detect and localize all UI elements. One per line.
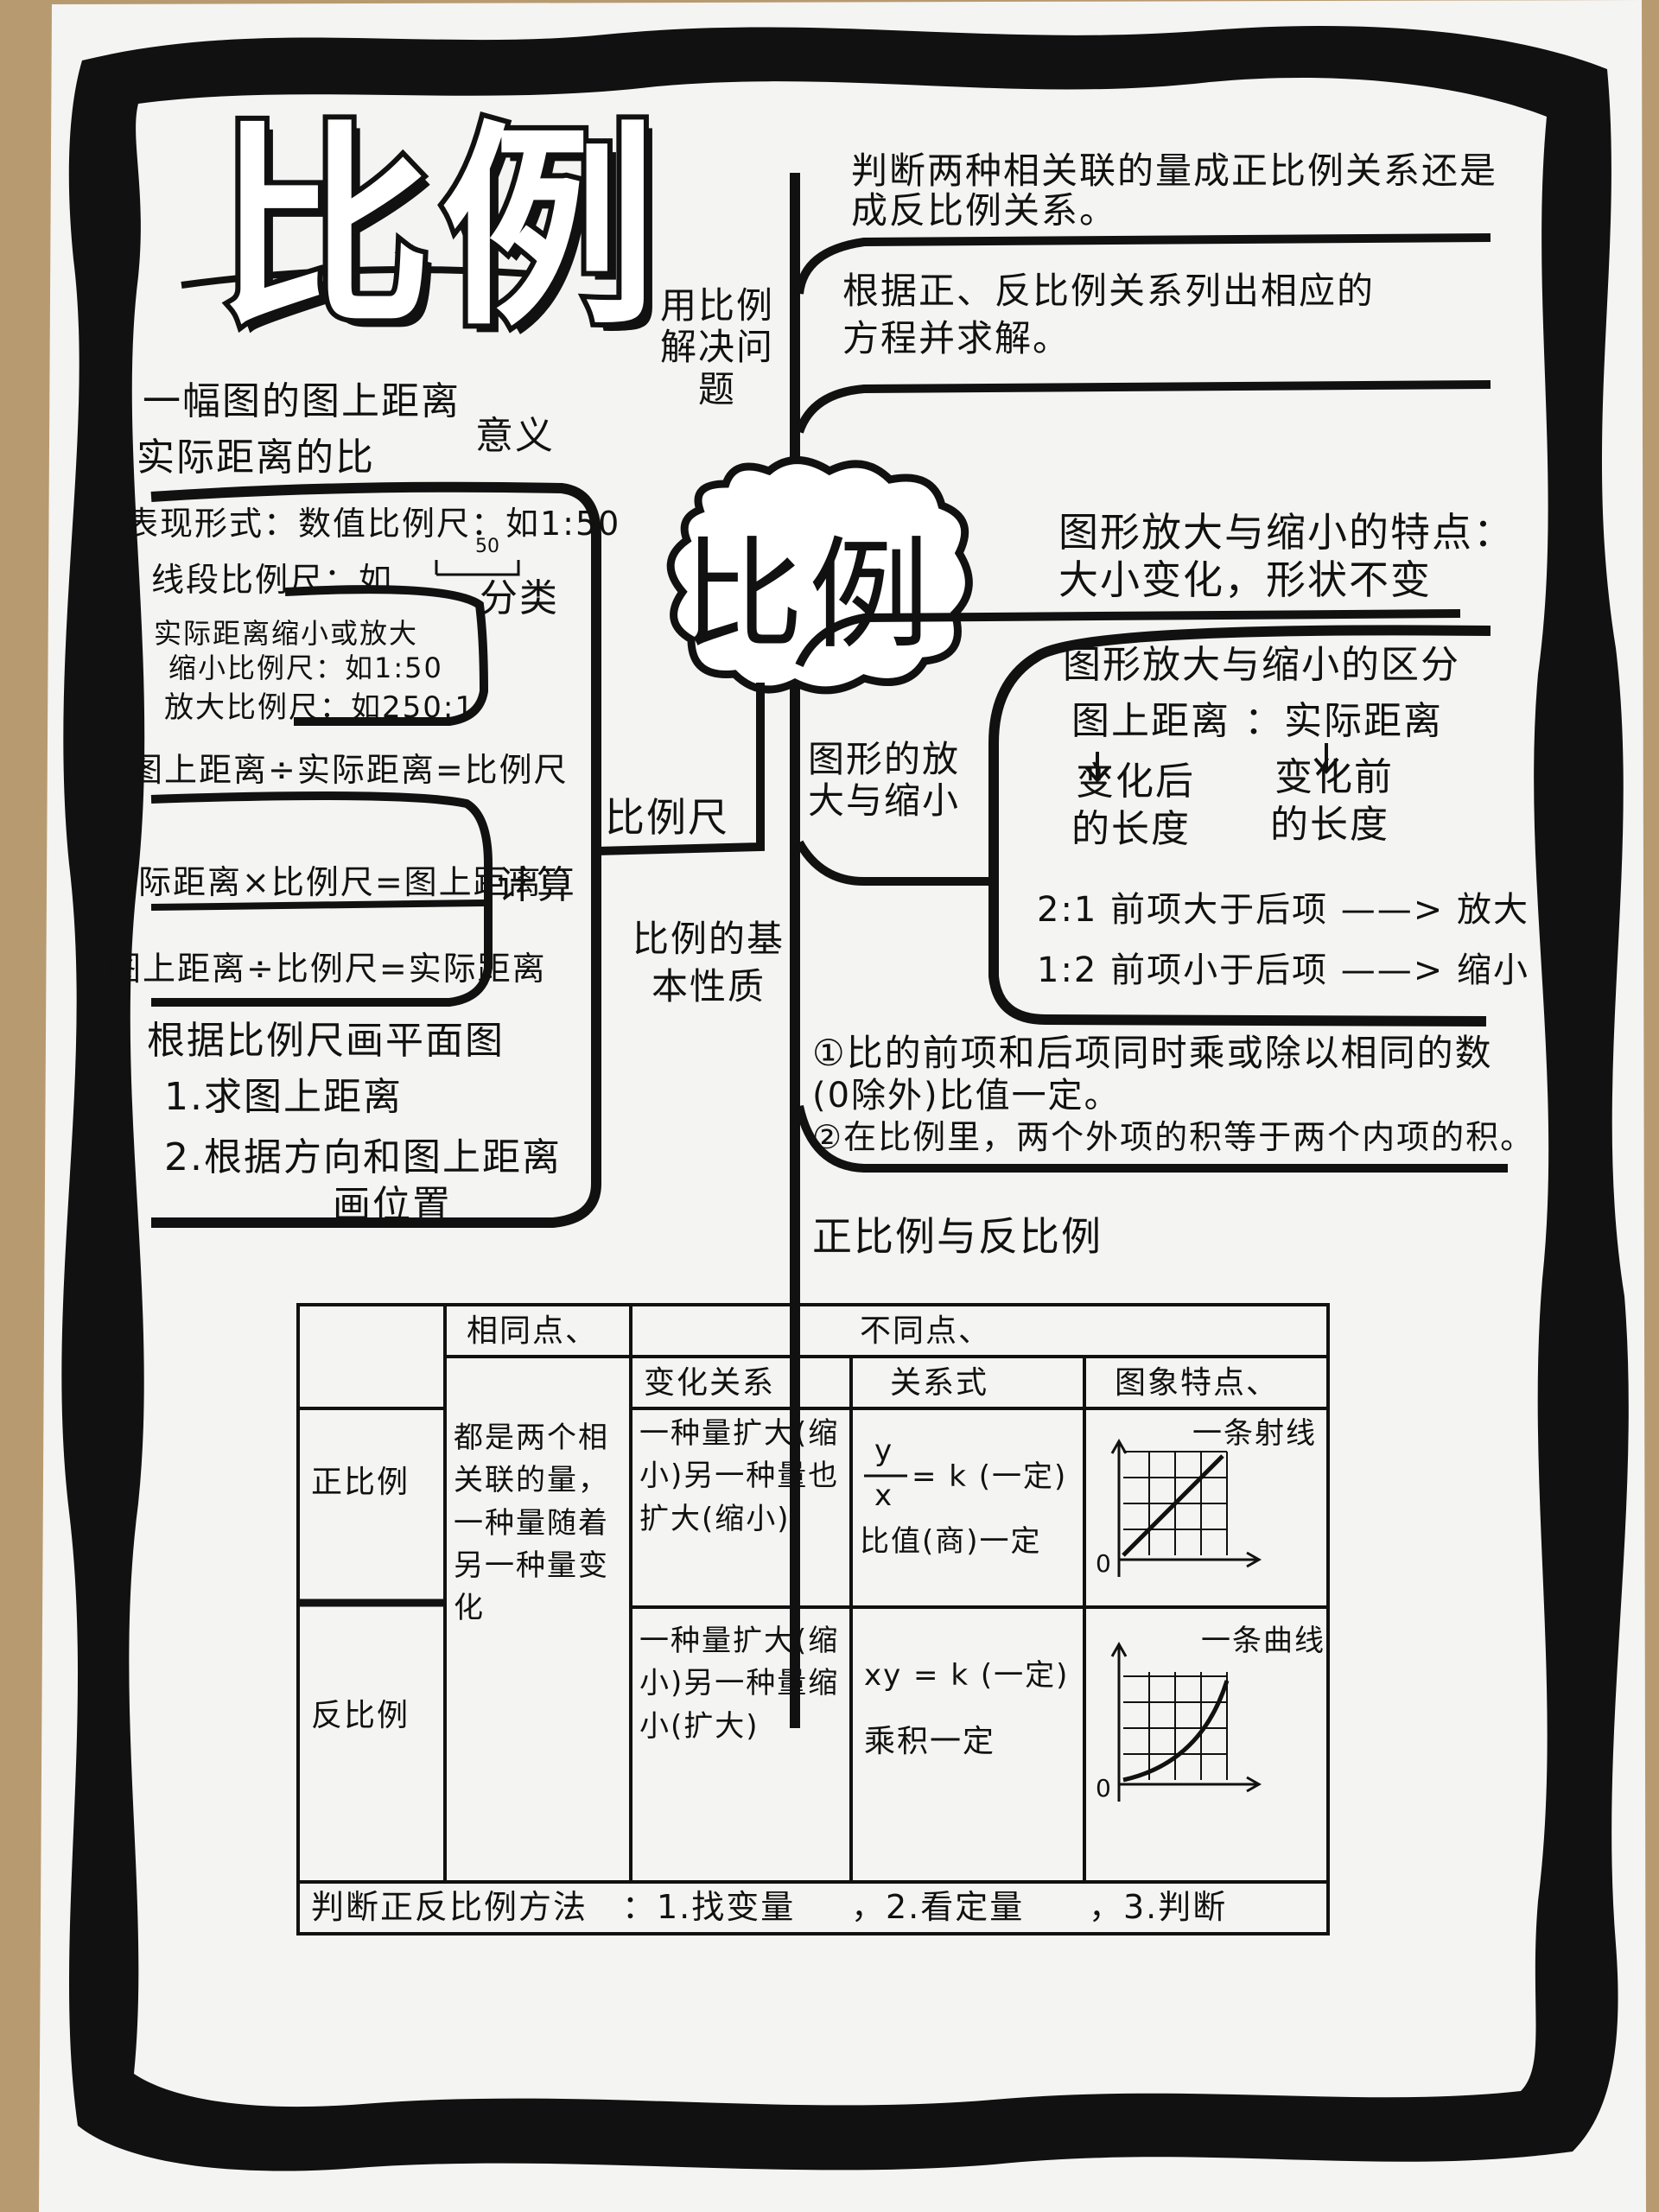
direct-formula-rest: = k (一定) — [912, 1459, 1068, 1494]
paper-sheet — [39, 0, 1646, 2212]
solve-item-1: 判断两种相关联的量成正比例关系还是成反比例关系。 — [851, 149, 1498, 232]
inverse-change: 一种量扩大(缩小)另一种量缩小(扩大) — [639, 1624, 840, 1744]
footer-step-1: ：1.找变量 — [622, 1888, 796, 1926]
calc-label: 计算 — [497, 863, 576, 907]
direct-formula-num: y — [874, 1433, 894, 1468]
table-sub-change: 变化关系 — [644, 1365, 776, 1401]
solve-item-2: 根据正、反比例关系列出相应的方程并求解。 — [842, 270, 1376, 359]
calc-line-2: 实际距离×比例尺=图上距离 — [104, 863, 543, 901]
calc-line-3: 图上距离÷比例尺=实际距离 — [108, 950, 547, 988]
classify-label: 分类 — [480, 576, 559, 620]
direct-formula-den: x — [874, 1478, 894, 1513]
draw-line-1: 根据比例尺画平面图 — [147, 1019, 505, 1063]
feature-line-2: 大小变化，形状不变 — [1058, 556, 1432, 603]
branch-scaling-label: 图形的放大与缩小 — [808, 738, 961, 823]
table-row-inverse: 反比例 — [311, 1698, 410, 1733]
classify-line-3: 实际距离缩小或放大 — [154, 617, 419, 650]
branch-solve-label: 用比例解决问题 — [659, 284, 774, 410]
inverse-graph — [1110, 1641, 1262, 1802]
classify-line-1: 表现形式：数值比例尺：如1:50 — [125, 505, 621, 543]
table-row-direct: 正比例 — [311, 1465, 410, 1500]
classify-line-5: 放大比例尺：如250:1 — [164, 690, 475, 725]
draw-line-4: 画位置 — [333, 1183, 452, 1227]
property-item-1b: (0除外)比值一定。 — [812, 1076, 1121, 1116]
diff-left-2: 的长度 — [1071, 807, 1191, 851]
direct-graph — [1110, 1438, 1262, 1577]
direct-change: 一种量扩大(缩小)另一种量也扩大(缩小) — [639, 1416, 840, 1536]
branch-scale-label: 比例尺 — [605, 794, 729, 841]
table-sub-formula: 关系式 — [890, 1365, 989, 1401]
inverse-graph-label: 一条曲线 — [1201, 1624, 1325, 1658]
feature-line-1: 图形放大与缩小的特点： — [1058, 509, 1515, 556]
footer-method: 判断正反比例方法 — [311, 1888, 588, 1926]
meaning-label: 意义 — [475, 414, 555, 458]
branch-direct-inverse-label: 正比例与反比例 — [812, 1213, 1103, 1260]
direct-graph-label: 一条射线 — [1192, 1416, 1317, 1451]
poster-title: 比例 — [211, 103, 665, 354]
classify-line-4: 缩小比例尺：如1:50 — [168, 652, 443, 684]
table-header-same: 相同点、 — [467, 1313, 599, 1349]
draw-line-3: 2.根据方向和图上距离 — [164, 1135, 562, 1179]
diff-right-2: 的长度 — [1270, 803, 1389, 847]
diff-row-left: 图上距离 — [1071, 699, 1230, 743]
meaning-line-2: 实际距离的比 — [137, 435, 375, 480]
classify-line-2: 线段比例尺：如 — [151, 561, 394, 599]
property-item-1a: ①比的前项和后项同时乘或除以相同的数 — [812, 1032, 1493, 1074]
meaning-line-1: 一幅图的图上距离 — [143, 379, 461, 423]
diff-right-1: 变化前 — [1274, 755, 1394, 799]
diff-title: 图形放大与缩小的区分 — [1063, 643, 1460, 687]
draw-line-2: 1.求图上距离 — [164, 1075, 403, 1119]
direct-formula-note: 比值(商)一定 — [860, 1524, 1042, 1559]
table-same-text: 都是两个相关联的量，一种量随着另一种量变化 — [454, 1421, 609, 1626]
direct-graph-origin: 0 — [1096, 1549, 1111, 1578]
diff-left-1: 变化后 — [1076, 760, 1195, 804]
footer-step-3: ，3.判断 — [1089, 1888, 1228, 1926]
center-cloud — [666, 456, 973, 695]
scaling-rule-1: 2:1 前项大于后项 ——> 放大 — [1037, 890, 1530, 930]
property-item-2: ②在比例里，两个外项的积等于两个内项的积。 — [812, 1118, 1535, 1156]
table-header-diff: 不同点、 — [860, 1313, 992, 1349]
inverse-graph-origin: 0 — [1096, 1774, 1111, 1802]
center-topic: 比例 — [683, 525, 936, 666]
inverse-formula: xy = k (一定) — [864, 1658, 1070, 1693]
scaling-rule-2: 1:2 前项小于后项 ——> 缩小 — [1037, 950, 1530, 990]
calc-line-1: 图上距离÷实际距离=比例尺 — [130, 751, 569, 789]
footer-step-2: ，2.看定量 — [851, 1888, 1025, 1926]
inverse-formula-note: 乘积一定 — [864, 1724, 996, 1759]
segment-mark: 50 — [475, 536, 499, 557]
table-sub-graph: 图象特点、 — [1115, 1365, 1280, 1401]
diff-row-right: ：实际距离 — [1244, 699, 1443, 743]
branch-property-label: 比例的基本性质 — [632, 918, 785, 1007]
